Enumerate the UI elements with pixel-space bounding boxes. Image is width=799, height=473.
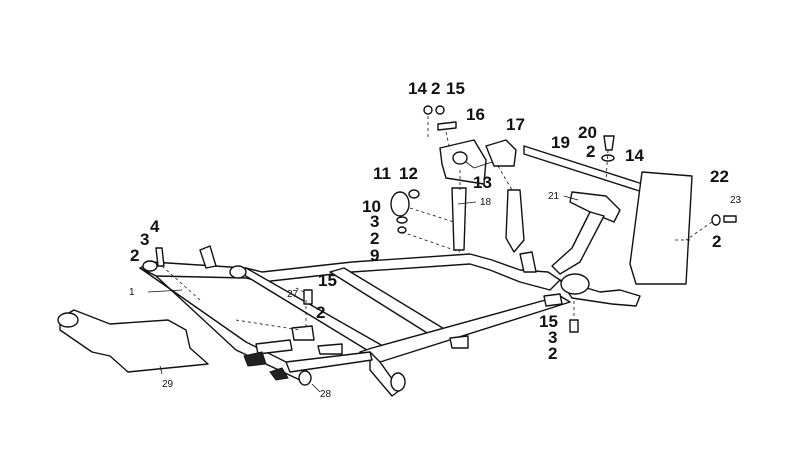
callout-10: 10: [362, 197, 381, 216]
callout-3: 3: [370, 212, 380, 231]
callout-2: 2: [431, 79, 441, 98]
callout-19: 19: [551, 133, 570, 152]
callout-23: 23: [730, 195, 742, 206]
callout-12: 12: [399, 164, 418, 183]
callout-2: 2: [586, 142, 596, 161]
callout-15: 15: [318, 271, 337, 290]
assembly-guide-lines: [161, 116, 713, 331]
callout-4: 4: [150, 217, 160, 236]
callout-20: 20: [578, 123, 597, 142]
callout-18: 18: [480, 197, 492, 208]
callout-14: 14: [625, 146, 644, 165]
callout-2: 2: [316, 303, 326, 322]
callout-2: 2: [548, 344, 558, 363]
callout-27: 27: [287, 289, 299, 300]
callout-11: 11: [373, 164, 391, 183]
front-carrier: [523, 145, 693, 295]
callout-21: 21: [548, 191, 560, 202]
callout-1: 1: [129, 287, 135, 298]
callout-9: 9: [370, 246, 380, 265]
callout-13: 13: [473, 173, 492, 192]
callout-2: 2: [130, 246, 140, 265]
callout-14: 14: [408, 79, 427, 98]
leader-lines: [147, 161, 579, 393]
callout-28: 28: [320, 389, 332, 400]
callout-2: 2: [712, 232, 722, 251]
callout-2: 2: [370, 229, 380, 248]
callout-29: 29: [162, 379, 174, 390]
callout-17: 17: [506, 115, 525, 134]
callout-3: 3: [140, 230, 150, 249]
callout-16: 16: [466, 105, 485, 124]
callout-22: 22: [710, 167, 729, 186]
callout-15: 15: [539, 312, 558, 331]
bash-plate: [57, 309, 209, 373]
callout-15: 15: [446, 79, 465, 98]
callout-3: 3: [548, 328, 558, 347]
